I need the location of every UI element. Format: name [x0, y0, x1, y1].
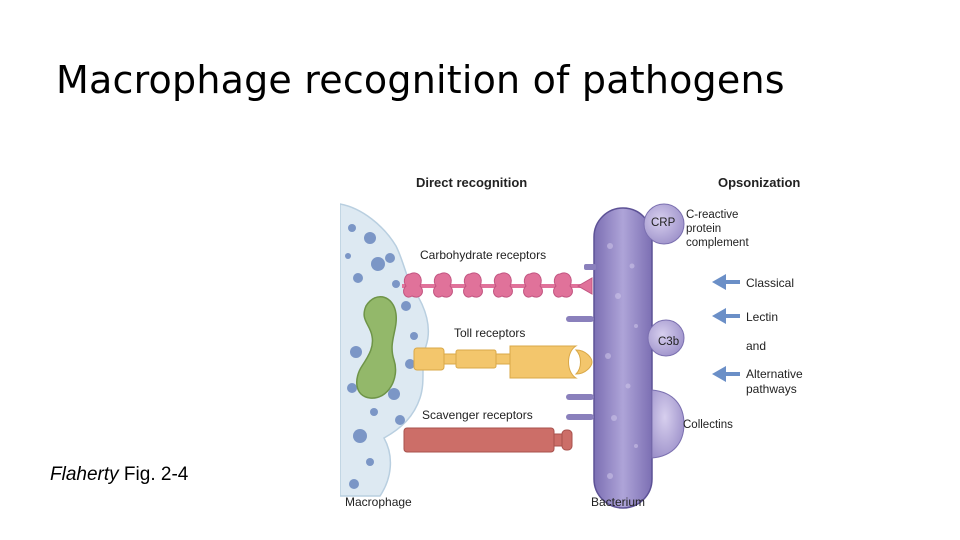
label-pathway-lectin: Lectin — [746, 310, 779, 324]
bacterium-surface-ligands — [566, 264, 596, 420]
caption-author: Flaherty — [50, 464, 119, 485]
label-pathways: pathways — [746, 382, 797, 396]
collectin-opsonin — [651, 389, 685, 459]
bacterium-body — [593, 207, 653, 509]
c3b-opsonin — [647, 319, 685, 357]
carbohydrate-receptor-chain — [402, 272, 593, 298]
pathway-arrows — [712, 274, 740, 382]
label-macrophage: Macrophage — [345, 495, 412, 509]
label-collectins: Collectins — [683, 419, 733, 431]
label-crp-desc-1: C-reactive — [686, 209, 739, 221]
slide-title: Macrophage recognition of pathogens — [56, 58, 785, 102]
header-direct-recognition: Direct recognition — [416, 175, 528, 190]
caption-figure-ref: Fig. 2-4 — [118, 464, 189, 485]
crp-opsonin — [643, 203, 685, 245]
macrophage-recognition-figure: Direct recognition Opsonization Carbohyd… — [340, 166, 820, 514]
header-opsonization: Opsonization — [718, 175, 801, 190]
bacterium-texture — [605, 243, 638, 479]
label-pathway-classical: Classical — [746, 276, 795, 290]
macrophage-granules — [345, 224, 418, 489]
toll-receptor — [413, 345, 593, 379]
macrophage-nucleus — [356, 296, 397, 399]
label-scavenger-receptors: Scavenger receptors — [422, 408, 533, 422]
label-crp-desc-2: protein — [686, 223, 722, 235]
label-crp-desc-3: complement — [686, 237, 749, 249]
scavenger-receptor — [403, 427, 573, 453]
figure-illustration — [340, 203, 740, 509]
label-carbohydrate-receptors: Carbohydrate receptors — [420, 248, 547, 262]
figure-caption: Flaherty Fig. 2-4 — [50, 464, 188, 486]
label-pathway-and: and — [746, 339, 767, 353]
label-crp: CRP — [651, 217, 676, 229]
label-bacterium: Bacterium — [591, 495, 646, 509]
label-pathway-alternative: Alternative — [746, 367, 803, 381]
label-toll-receptors: Toll receptors — [454, 326, 526, 340]
label-c3b: C3b — [658, 336, 680, 348]
